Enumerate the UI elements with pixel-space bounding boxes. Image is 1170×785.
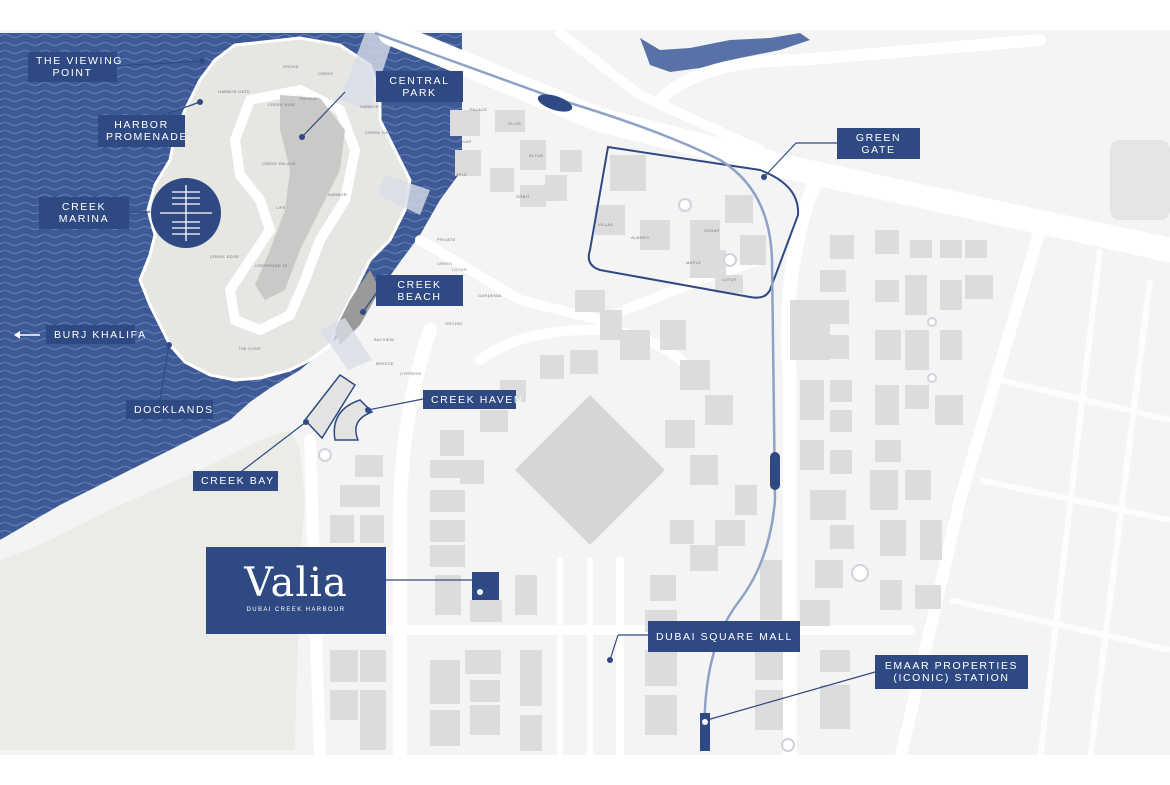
valia-project-logo: Valia DUBAI CREEK HARBOUR [206,547,386,634]
svg-text:LIFE: LIFE [276,205,286,210]
dubai-square-mall-block [515,395,665,545]
svg-text:CREEKSIDE 18: CREEKSIDE 18 [255,263,288,268]
svg-text:HARBOR VIEWS: HARBOR VIEWS [360,104,395,109]
green-gate-outline [587,145,800,299]
svg-text:CREEK GATE: CREEK GATE [365,130,394,135]
valia-brand-name: Valia [244,560,348,606]
svg-text:CYPRESS: CYPRESS [400,371,421,376]
svg-text:CREEK PALACE: CREEK PALACE [262,161,296,166]
svg-text:LOTUS: LOTUS [452,267,467,272]
label-line: CREEK [61,201,107,213]
valia-pin-icon [477,589,483,595]
emaar-station-marker [700,713,710,751]
svg-text:CREEK EDGE: CREEK EDGE [210,254,239,259]
svg-text:THE COVE: THE COVE [238,346,261,351]
label-line: BURJ KHALIFA [54,328,147,341]
label-line: THE VIEWING [36,55,124,67]
label-dubai-square-mall: DUBAI SQUARE MALL [648,621,800,652]
svg-text:VILLAS: VILLAS [598,222,613,227]
mainland-southwest [0,430,305,750]
label-line: CENTRAL [389,74,450,87]
svg-text:CREEK: CREEK [318,71,333,76]
label-line: PARK [402,86,437,99]
valia-brand-subtitle: DUBAI CREEK HARBOUR [246,607,346,613]
label-line: PROMENADE [106,131,189,143]
creek-haven-outline [333,399,374,441]
building-blocks [330,110,1170,751]
label-docklands: DOCKLANDS [126,400,213,419]
east-district-grid [949,227,1170,761]
bridge-east [378,175,430,215]
label-line: MARINA [58,213,110,225]
svg-text:HARBOR: HARBOR [328,192,347,197]
leader-dots [166,58,767,663]
label-line: DOCKLANDS [134,403,214,416]
svg-text:LOTUS: LOTUS [722,277,737,282]
label-green-gate: GREEN GATE [837,128,920,159]
label-central-park: CENTRAL PARK [376,71,463,102]
svg-text:ALBERO: ALBERO [631,235,649,240]
island-ring-road [224,84,361,336]
label-line: EMAAR PROPERTIES [884,660,1019,672]
label-harbor-promenade: HARBOR PROMENADE [98,115,189,147]
emaar-station-icon [702,719,708,725]
svg-text:CREEK RISE: CREEK RISE [268,102,295,107]
svg-text:PALACE: PALACE [300,96,317,101]
svg-text:MAPLE: MAPLE [452,172,467,177]
burj-khalifa-arrow-icon [14,331,40,339]
bridge-north [340,33,395,110]
roundabouts [318,198,937,752]
svg-text:CEDAR: CEDAR [456,139,472,144]
svg-text:MAPLE: MAPLE [686,260,701,265]
svg-text:CREEK: CREEK [437,261,452,266]
label-line: GATE [861,143,896,156]
metro-station-north [537,94,573,112]
svg-text:BAYVIEW: BAYVIEW [374,337,394,342]
label-creek-haven: CREEK HAVEN [423,390,524,409]
label-line: CREEK BAY [201,475,275,487]
svg-text:BREEZE: BREEZE [376,361,394,366]
label-line: CREEK [397,278,442,291]
label-line: (ICONIC) STATION [893,672,1010,684]
label-the-viewing-point: THE VIEWING POINT [28,52,124,82]
svg-text:PALACE: PALACE [470,107,487,112]
creek-bay-outline [304,373,357,440]
label-creek-beach: CREEK BEACH [376,275,463,306]
svg-text:GROVE: GROVE [283,64,299,69]
label-burj-khalifa: BURJ KHALIFA [46,325,147,344]
svg-text:ORBIT: ORBIT [516,194,530,199]
central-park-area [255,95,345,300]
label-line: HARBOR [114,119,169,131]
svg-text:GARDENIA: GARDENIA [478,293,501,298]
label-line: POINT [52,67,93,79]
svg-text:PRIVATE: PRIVATE [437,237,456,242]
svg-text:ORCHID: ORCHID [445,321,463,326]
north-lake [640,33,810,72]
label-line: GREEN [855,131,902,144]
svg-text:HARBOR GATE: HARBOR GATE [218,89,250,94]
creek-marina-circle [151,178,221,248]
svg-text:CEDAR: CEDAR [704,228,720,233]
label-line: BEACH [397,290,442,303]
bridge-south [320,318,372,370]
label-creek-marina: CREEK MARINA [39,197,129,229]
svg-text:OLIVE: OLIVE [508,121,521,126]
small-place-labels: GROVE CREEK HARBOR GATE CREEK RISE PALAC… [210,64,737,376]
metro-station-east [770,452,780,490]
label-line: CREEK HAVEN [431,393,524,406]
label-creek-bay: CREEK BAY [193,471,278,491]
valia-building-marker [472,572,499,600]
svg-text:ALTUS: ALTUS [529,153,543,158]
label-emaar-properties-station: EMAAR PROPERTIES (ICONIC) STATION [875,655,1028,689]
label-line: DUBAI SQUARE MALL [656,630,793,643]
